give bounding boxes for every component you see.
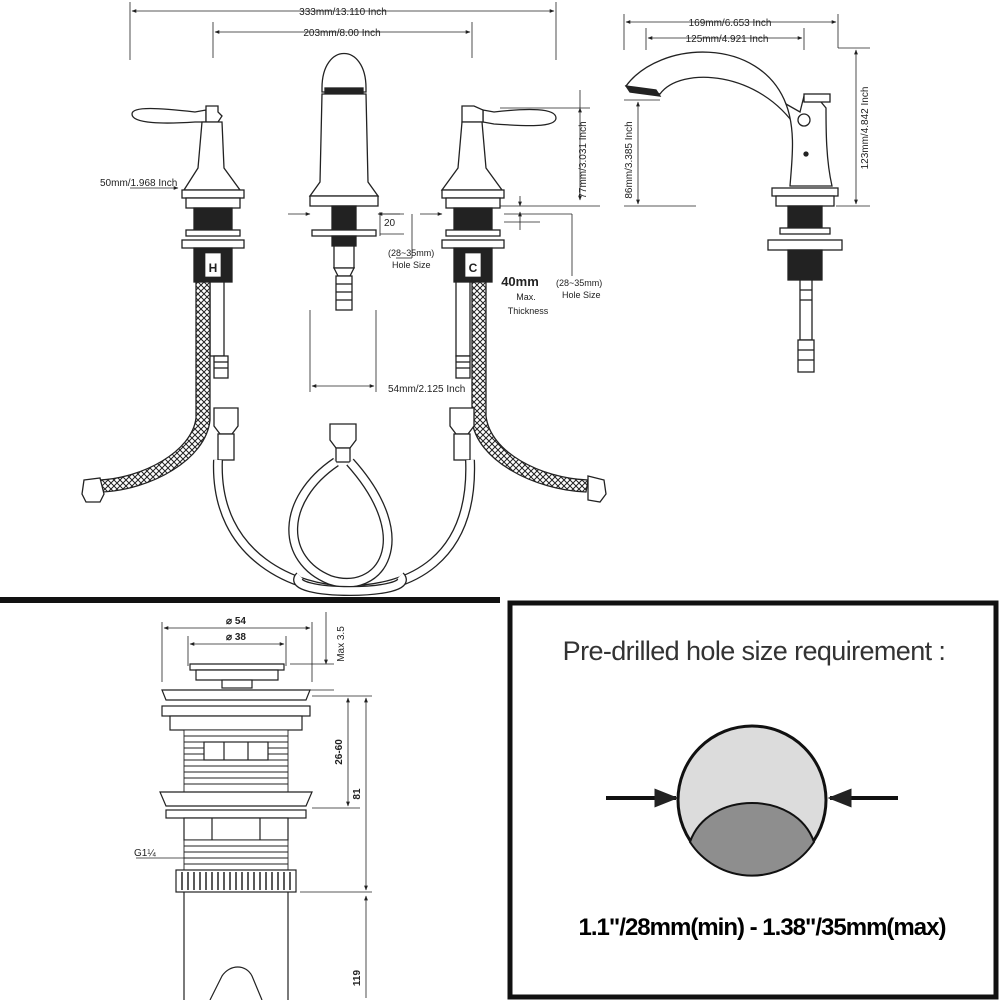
total-height-label: 123mm/4.842 Inch bbox=[860, 87, 871, 170]
cold-handle bbox=[440, 105, 557, 379]
drain-labels: ⌀ 54 ⌀ 38 Max 3.5 26-60 81 G1¼ 119 bbox=[134, 616, 363, 986]
drain-body bbox=[159, 663, 313, 1001]
drain-max-label: Max 3.5 bbox=[336, 626, 347, 662]
side-spout bbox=[624, 51, 843, 373]
drain-thread-upper bbox=[183, 729, 289, 793]
faucet-side-view bbox=[623, 14, 870, 373]
hole-size-range: 1.1"/28mm(min) - 1.38"/35mm(max) bbox=[579, 914, 946, 941]
overall-width-dimension bbox=[129, 2, 557, 60]
drain-outer-diameter: ⌀ 54 bbox=[226, 616, 246, 627]
hot-mark: H bbox=[209, 261, 218, 275]
drain-thread-label: G1¼ bbox=[134, 847, 156, 859]
thickness-caption: Thickness bbox=[508, 306, 549, 316]
drain-81-label: 81 bbox=[352, 788, 363, 800]
hole-size-right-caption: Hole Size bbox=[562, 290, 601, 300]
front-view-labels: 333mm/13.110 Inch 203mm/8.00 Inch 50mm/1… bbox=[100, 7, 602, 395]
overall-width-label: 333mm/13.110 Inch bbox=[299, 7, 387, 18]
handle-base-label: 50mm/1.968 Inch bbox=[100, 178, 177, 189]
hole-size-right-label: (28~35mm) bbox=[556, 278, 602, 288]
braided-hoses bbox=[81, 281, 607, 503]
hole-size-left-caption: Hole Size bbox=[392, 260, 431, 270]
side-view-dimension-lines bbox=[623, 14, 870, 207]
center-spout bbox=[308, 52, 380, 311]
drain-dimension-lines bbox=[136, 612, 372, 998]
shank-20-label: 20 bbox=[384, 218, 396, 229]
thickness-label: 40mm bbox=[501, 274, 539, 289]
front-view-dimension-lines bbox=[130, 90, 600, 392]
drain-inner-diameter: ⌀ 38 bbox=[226, 632, 246, 643]
hole-illustration bbox=[606, 724, 898, 877]
faucet-front-view bbox=[81, 2, 607, 596]
drain-thread-lower bbox=[183, 839, 289, 871]
side-view-labels: 169mm/6.653 Inch 125mm/4.921 Inch 86mm/3… bbox=[624, 18, 871, 199]
panel-frames bbox=[0, 597, 999, 1000]
spout-width-label: 125mm/4.921 Inch bbox=[686, 34, 769, 45]
shank-length-label: 54mm/2.125 Inch bbox=[388, 384, 465, 395]
drain-119-label: 119 bbox=[352, 969, 363, 986]
handle-height-label: 77mm/3.031 Inch bbox=[578, 121, 589, 198]
spout-height-label: 86mm/3.385 Inch bbox=[624, 121, 635, 198]
thickness-caption-max: Max. bbox=[516, 292, 536, 302]
reach-label: 169mm/6.653 Inch bbox=[689, 18, 772, 29]
hole-size-left-label: (28~35mm) bbox=[388, 248, 434, 258]
hole-requirement-panel: Pre-drilled hole size requirement : 1.1"… bbox=[563, 636, 947, 941]
pop-up-drain bbox=[136, 612, 372, 1001]
drain-range-label: 26-60 bbox=[334, 739, 345, 765]
supply-hoses bbox=[212, 407, 476, 596]
center-width-dimension bbox=[212, 22, 473, 58]
center-width-label: 203mm/8.00 Inch bbox=[303, 28, 380, 39]
hot-handle bbox=[131, 105, 245, 379]
cold-mark: C bbox=[469, 261, 478, 275]
hole-requirement-title: Pre-drilled hole size requirement : bbox=[563, 636, 946, 666]
